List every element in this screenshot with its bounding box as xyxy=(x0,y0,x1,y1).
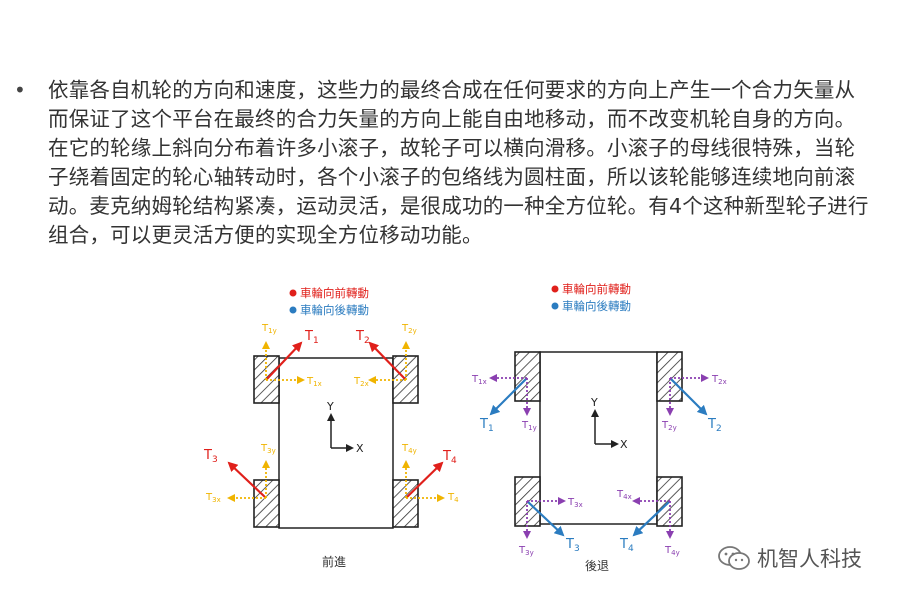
wheel-2 xyxy=(656,351,683,402)
label-t4y: T4y xyxy=(401,443,417,455)
label-t3y: T3y xyxy=(518,545,534,557)
wheel-3 xyxy=(253,479,280,528)
y-axis-label: Y xyxy=(590,396,598,409)
force-t4 xyxy=(405,461,444,499)
chassis xyxy=(539,351,658,525)
legend-backward-rotation: 車輪向後轉動 xyxy=(300,303,369,317)
label-t2y: T2y xyxy=(661,420,677,432)
label-t3x: T3x xyxy=(205,492,221,504)
label-t3y: T3y xyxy=(260,443,276,455)
label-t4y: T4y xyxy=(664,545,680,557)
label-t3: T3 xyxy=(565,537,580,554)
label-t4x: T4x xyxy=(616,489,632,501)
label-t2: T2 xyxy=(707,417,722,434)
label-t1y: T1y xyxy=(521,420,537,432)
label-t4: T4 xyxy=(442,449,457,466)
x-axis-label: X xyxy=(356,442,364,455)
legend-blue-dot xyxy=(551,302,559,310)
label-t2x: T2x xyxy=(711,374,727,386)
chassis xyxy=(278,357,394,529)
legend-blue-dot xyxy=(289,306,297,314)
description-text: 依靠各自机轮的方向和速度，这些力的最终合成在任何要求的方向上产生一个合力矢量从而… xyxy=(48,78,869,247)
wheel-1 xyxy=(514,351,541,402)
force-t4 xyxy=(632,500,671,537)
watermark-text: 机智人科技 xyxy=(757,547,862,571)
label-t3x: T3x xyxy=(567,497,583,509)
legend-backward-rotation: 車輪向後轉動 xyxy=(562,299,631,313)
force-t1 xyxy=(265,341,303,381)
label-t4: T4 xyxy=(619,537,634,554)
force-t2 xyxy=(368,341,407,381)
label-t1: T1 xyxy=(304,329,319,346)
y-axis-label: Y xyxy=(326,400,334,413)
label-t4x: T4 xyxy=(447,492,459,504)
wheel-4 xyxy=(392,479,419,528)
label-t2y: T2y xyxy=(401,323,417,335)
label-t1y: T1y xyxy=(261,323,277,335)
label-t1x: T1x xyxy=(306,376,322,388)
force-t2 xyxy=(669,377,708,416)
bullet-marker: • xyxy=(14,78,26,102)
label-t1: T1 xyxy=(479,417,494,434)
legend-forward-rotation: 車輪向前轉動 xyxy=(300,286,369,300)
force-t3 xyxy=(526,500,565,537)
legend-red-dot xyxy=(551,285,559,293)
caption-backward: 後退 xyxy=(585,559,609,573)
label-t2x: T2x xyxy=(353,376,369,388)
diagram-backward: 車輪向前轉動 車輪向後轉動 Y X T1 T1x T1y T2 T2x T2y … xyxy=(471,282,727,573)
label-t2: T2 xyxy=(355,329,370,346)
label-t1x: T1x xyxy=(471,374,487,386)
force-t1 xyxy=(489,377,528,416)
caption-forward: 前進 xyxy=(322,554,346,569)
force-t3 xyxy=(227,461,267,499)
x-axis-label: X xyxy=(620,438,628,451)
label-t3: T3 xyxy=(203,448,218,465)
diagram-forward: 車輪向前轉動 車輪向後轉動 Y X T1 T1y T1x T2 T2y T2x xyxy=(203,286,459,569)
bullet-paragraph: • 依靠各自机轮的方向和速度，这些力的最终合成在任何要求的方向上产生一个合力矢量… xyxy=(14,76,874,250)
legend-forward-rotation: 車輪向前轉動 xyxy=(562,282,631,296)
wechat-icon xyxy=(718,546,750,570)
legend-red-dot xyxy=(289,289,297,297)
watermark: 机智人科技 xyxy=(717,543,862,573)
